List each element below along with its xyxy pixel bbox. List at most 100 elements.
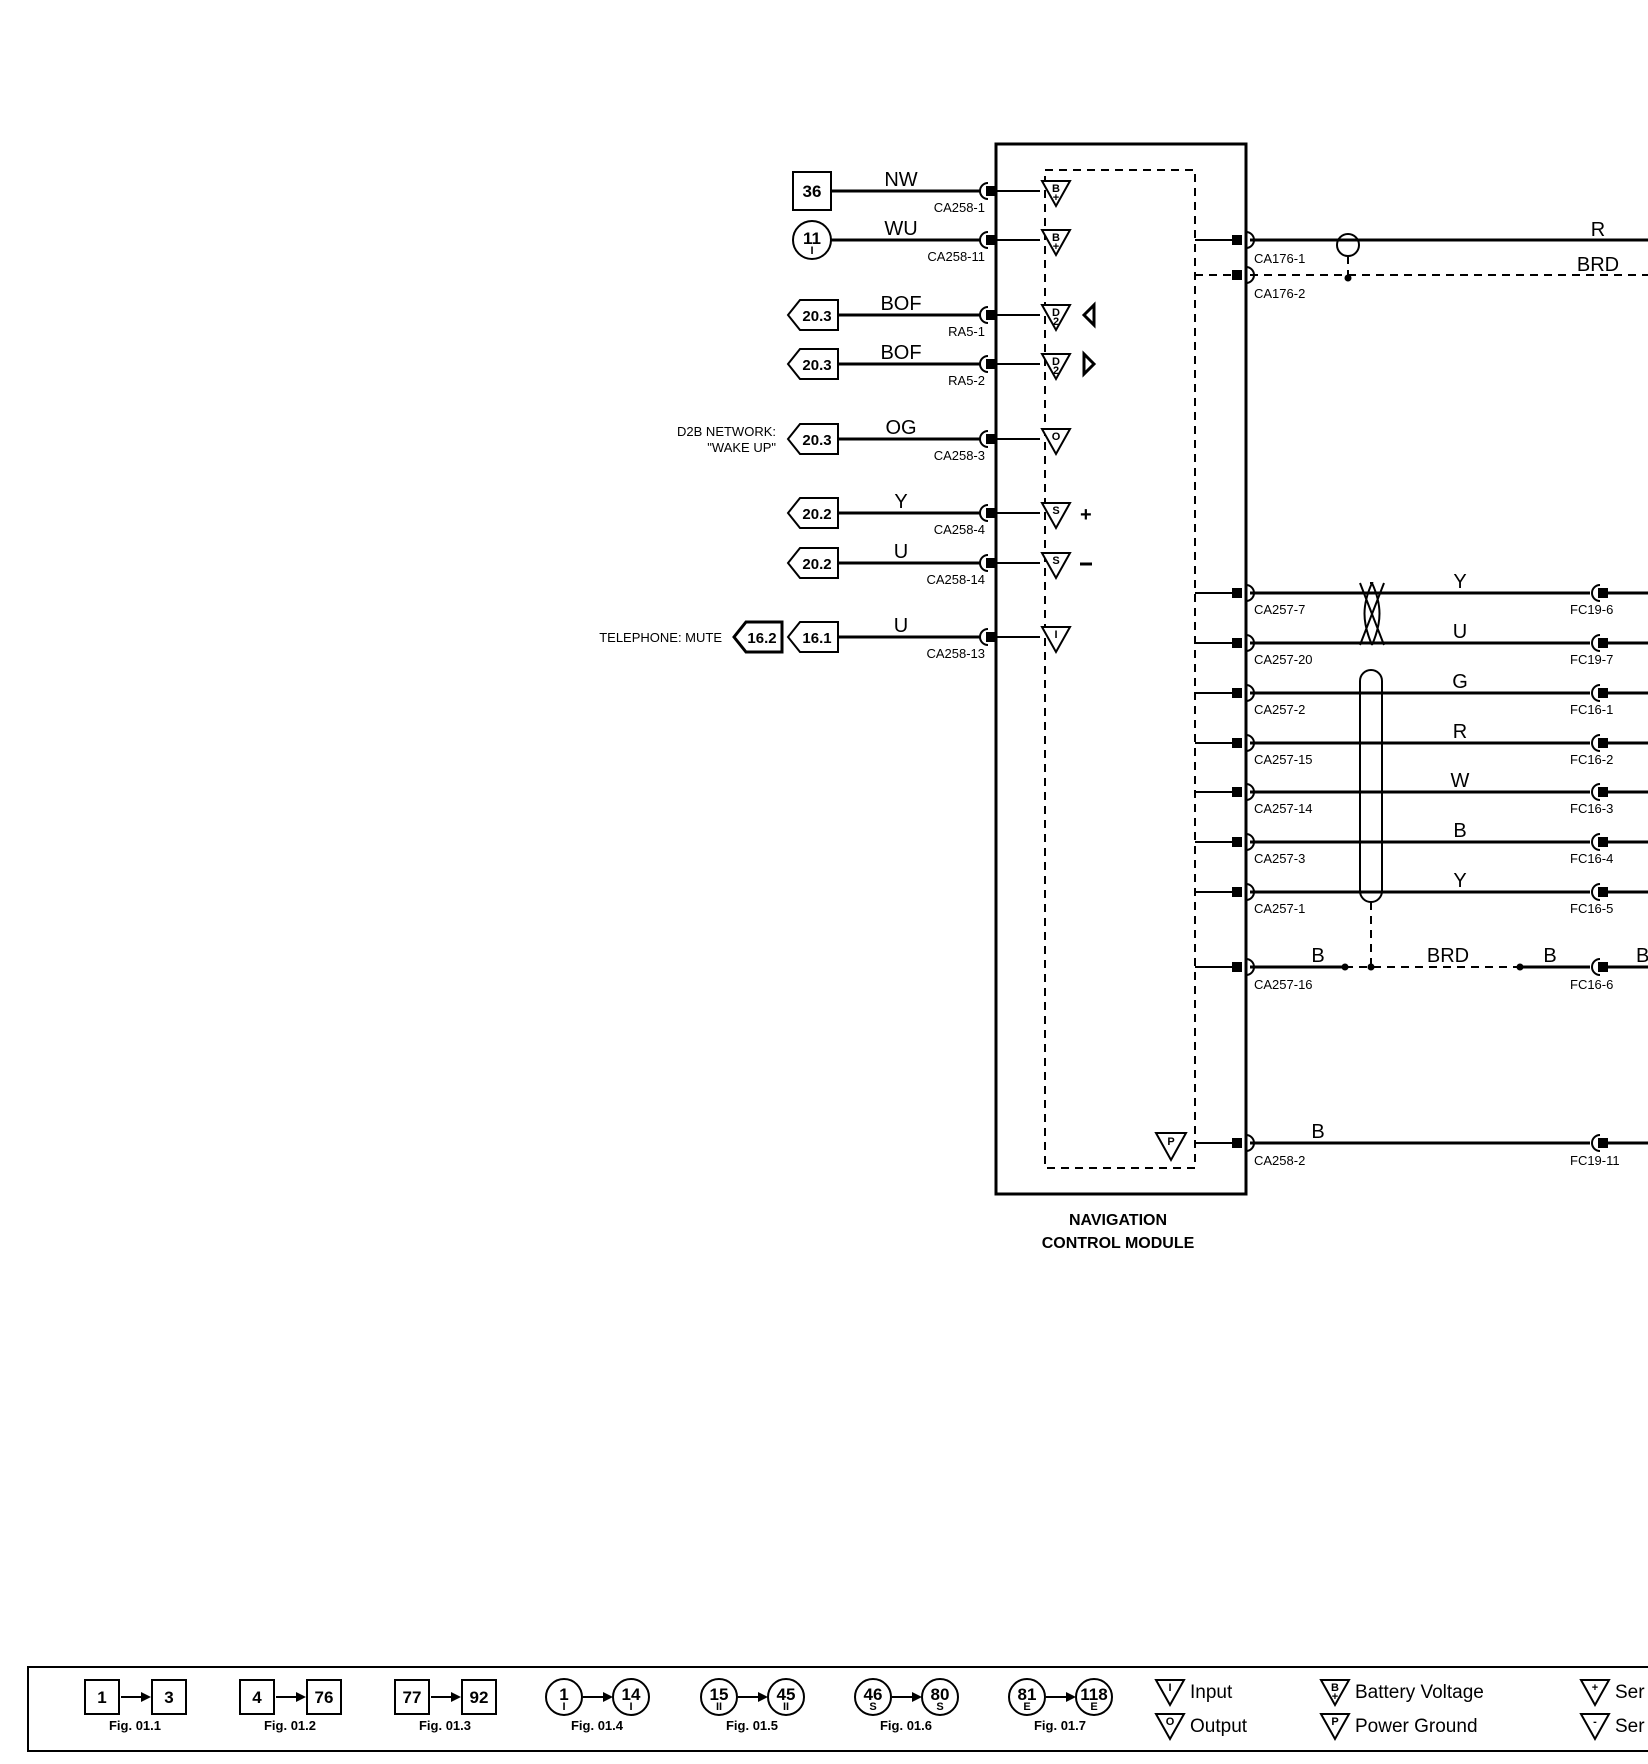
wire-color: Y: [894, 491, 907, 513]
pin-marker: [1232, 235, 1242, 245]
legend-fig-label: Fig. 01.6: [880, 1718, 932, 1733]
socket: [979, 231, 989, 249]
function-symbol-triangle: [1040, 229, 1072, 258]
legend-symbol-2: B+Battery Voltage: [1319, 1679, 1484, 1708]
extra-ref-number: 16.2: [747, 630, 776, 647]
cable-markings: [1336, 233, 1385, 970]
extra-ref-tag: [732, 620, 784, 654]
pin-label: CA257-7: [1254, 602, 1305, 617]
pin-marker: [986, 508, 996, 518]
pin-marker: [1232, 887, 1242, 897]
pin-label: CA258-14: [926, 572, 985, 587]
function-symbol-triangle: [1040, 428, 1072, 457]
legend-arrow-head: [141, 1692, 151, 1702]
pin-marker: [986, 434, 996, 444]
far-pin-label: FC19-7: [1570, 652, 1613, 667]
twisted-pair-symbol: [1359, 582, 1385, 646]
pin-marker: [986, 310, 996, 320]
legend-number: 3: [164, 1688, 173, 1707]
far-pin-marker: [1598, 837, 1608, 847]
legend-triangle-triangle: [1319, 1713, 1351, 1742]
socket: [979, 182, 989, 200]
ref-number: 16.1: [802, 630, 831, 647]
far-pin-marker: [1598, 962, 1608, 972]
far-pin-marker: [1598, 787, 1608, 797]
function-symbol-triangle: [1040, 180, 1072, 209]
legend-sub: E: [1090, 1701, 1097, 1713]
ref-sub: I: [810, 245, 813, 257]
legend-circle: [854, 1678, 892, 1716]
legend-box: [461, 1679, 497, 1715]
function-symbol-sub: +: [1053, 241, 1059, 253]
legend-triangle-letter: P: [1331, 1716, 1338, 1728]
pin-marker: [1232, 962, 1242, 972]
pin-label: CA176-1: [1254, 251, 1305, 266]
function-symbol-letter: B: [1052, 232, 1060, 244]
ref-number: 20.3: [802, 357, 831, 374]
socket: [979, 554, 989, 572]
legend-number: 77: [403, 1688, 422, 1707]
legend-circle: [1008, 1678, 1046, 1716]
legend-box: [84, 1679, 120, 1715]
ref-number: 20.3: [802, 308, 831, 325]
socket: [979, 355, 989, 373]
function-symbol-letter: I: [1054, 629, 1057, 641]
legend-number: 76: [315, 1688, 334, 1707]
wire-color: OG: [885, 417, 916, 439]
legend-circle: [545, 1678, 583, 1716]
pin-label: CA258-1: [934, 200, 985, 215]
legend-symbol-text: Input: [1190, 1682, 1233, 1703]
wire-color: BRD: [1577, 254, 1619, 276]
pin-marker: [1232, 688, 1242, 698]
right-top-connector-1: BRD CA176-2: [1195, 254, 1648, 301]
legend-triangle-letter: -: [1593, 1716, 1597, 1728]
legend-box: [151, 1679, 187, 1715]
pin-marker: [986, 186, 996, 196]
wire-color: BOF: [880, 293, 921, 315]
legend-number: 92: [470, 1688, 489, 1707]
wire-color: W: [1451, 770, 1470, 792]
function-symbol-letter: O: [1052, 431, 1061, 443]
function-symbol-letter: S: [1052, 505, 1059, 517]
legend-number: 81: [1018, 1685, 1037, 1704]
legend-triangle-triangle: [1579, 1713, 1611, 1742]
left-connectors: 36NWCA258-1B+11IWUCA258-11B+20.3BOFRA5-1…: [599, 169, 1097, 661]
socket: [979, 628, 989, 646]
wire-color: R: [1453, 721, 1467, 743]
legend-triangle-sub: +: [1332, 1691, 1338, 1703]
far-pin-label: FC16-4: [1570, 851, 1613, 866]
function-symbol-triangle: [1040, 353, 1072, 382]
pin-marker: [1232, 738, 1242, 748]
legend-number: 1: [97, 1688, 106, 1707]
legend-number: 80: [931, 1685, 950, 1704]
legend-number: 1: [559, 1685, 568, 1704]
far-pin-marker: [1598, 887, 1608, 897]
pin-label: CA257-15: [1254, 752, 1313, 767]
ref-number: 20.3: [802, 432, 831, 449]
module-title-line1: NAVIGATION: [1069, 1212, 1167, 1229]
ground-pin-label: CA258-2: [1254, 1153, 1305, 1168]
ref-number: 20.2: [802, 506, 831, 523]
legend-sub: II: [783, 1701, 789, 1713]
pin-label: CA258-11: [927, 249, 985, 264]
pin-label: CA176-2: [1254, 286, 1305, 301]
socket: [979, 504, 989, 522]
legend-sub: I: [562, 1701, 565, 1713]
far-pin-label: FC19-6: [1570, 602, 1613, 617]
